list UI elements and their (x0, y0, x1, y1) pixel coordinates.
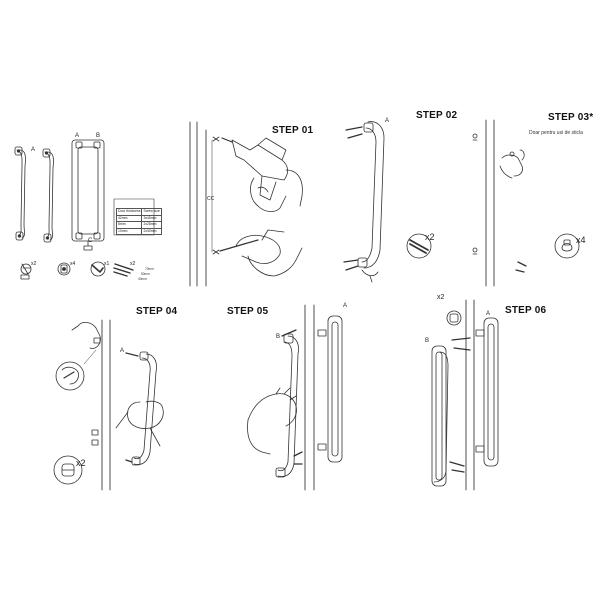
qty-screws: x2 (130, 261, 136, 267)
step3-title: STEP 03* (548, 112, 594, 123)
label-a-step4: A (120, 348, 125, 354)
qty-step4-parts: x2 (76, 458, 86, 468)
step6-title: STEP 06 (505, 305, 547, 316)
screw-length-2: 50mm (141, 272, 150, 276)
table-row: 10mm 2x30mm (115, 227, 162, 235)
step3-illustration (499, 149, 580, 273)
label-a-step6: A (486, 311, 491, 317)
label-b-step5: B (276, 334, 281, 340)
step4-title: STEP 04 (136, 306, 178, 317)
label-a-step2: A (385, 118, 390, 124)
label-a-step5: A (343, 303, 348, 309)
handle-b-side-view (42, 148, 54, 243)
handle-a-side-view (14, 146, 26, 241)
hardware-screws (113, 263, 134, 277)
step3-note: Doar pentru usi de sticla (529, 130, 583, 136)
step5-illustration (247, 315, 343, 478)
step5-title: STEP 05 (227, 306, 269, 317)
step2-screws-parts (406, 133, 478, 259)
step2-title: STEP 02 (416, 110, 458, 121)
panel-dividers (101, 119, 495, 491)
table-cell: 2x30mm (141, 227, 162, 235)
step4-illustration (53, 322, 164, 485)
qty-step2-screws: x2 (425, 232, 435, 242)
step1-illustration (211, 136, 303, 277)
hardware-bolts (20, 263, 32, 280)
step1-title: STEP 01 (272, 125, 314, 136)
double-handle-front-view (71, 139, 105, 251)
label-c-double: C (88, 238, 93, 244)
table-cell: Screw size (141, 208, 162, 216)
label-cc-dimension: CC (207, 196, 215, 202)
screw-length-3: 40mm (138, 277, 147, 281)
step2-illustration (343, 121, 385, 283)
hardware-allen-key (90, 261, 106, 277)
qty-step3-plugs: x4 (576, 235, 586, 245)
label-a-double: A (75, 133, 80, 139)
step6-illustration (431, 310, 499, 487)
qty-step6-parts: x2 (437, 294, 445, 301)
qty-allen-key: x1 (104, 261, 110, 267)
screw-length-1: 70mm (145, 267, 154, 271)
hardware-nuts (57, 262, 71, 276)
qty-bolts: x2 (31, 261, 37, 267)
table-row: Door thickness Screw size (115, 208, 162, 216)
size-table: Door thickness Screw size 42mm 3x45mm 8m… (115, 208, 162, 235)
table-cell: 10mm (115, 227, 143, 235)
qty-nuts: x4 (70, 261, 76, 267)
label-b-double: B (96, 133, 101, 139)
table-cell: Door thickness (115, 208, 143, 216)
label-b-step6: B (425, 338, 430, 344)
label-a-overview: A (31, 147, 36, 153)
parts-overview (14, 139, 155, 280)
